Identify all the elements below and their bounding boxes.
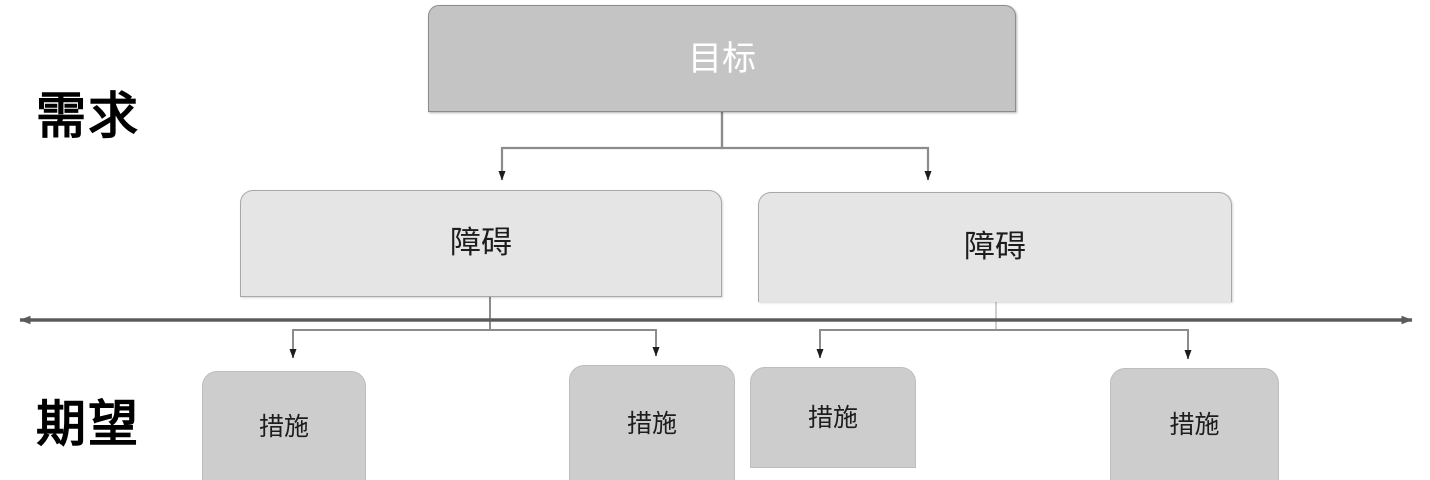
connector-goal-to-obstacle-2: [720, 112, 932, 181]
node-measure-1-label: 措施: [258, 411, 309, 441]
connector-obstacle-1-to-measure-2: [490, 329, 660, 357]
node-measure-3-label: 措施: [807, 403, 858, 432]
node-measure-2-label: 措施: [626, 408, 677, 438]
row-label-demand: 需求: [36, 87, 140, 145]
connector-obstacle-2-to-measure-3: [816, 295, 997, 359]
node-measure-4[interactable]: 措施: [1110, 368, 1279, 480]
node-goal-1-label: 目标: [688, 38, 756, 79]
node-obstacle-2[interactable]: 障碍: [758, 192, 1232, 302]
connector-obstacle-1-to-measure-1: [289, 293, 491, 359]
node-measure-4-label: 措施: [1169, 410, 1220, 439]
connector-goal-to-obstacle-1: [498, 112, 724, 181]
node-goal-1[interactable]: 目标: [428, 5, 1016, 112]
node-measure-2[interactable]: 措施: [569, 365, 735, 480]
node-measure-1[interactable]: 措施: [202, 371, 366, 480]
row-label-expect: 期望: [36, 395, 140, 453]
node-obstacle-1-label: 障碍: [450, 225, 512, 261]
node-obstacle-1[interactable]: 障碍: [240, 190, 722, 297]
connector-obstacle-2-to-measure-4: [996, 329, 1192, 360]
node-obstacle-2-label: 障碍: [964, 229, 1026, 265]
node-measure-3[interactable]: 措施: [750, 367, 916, 468]
